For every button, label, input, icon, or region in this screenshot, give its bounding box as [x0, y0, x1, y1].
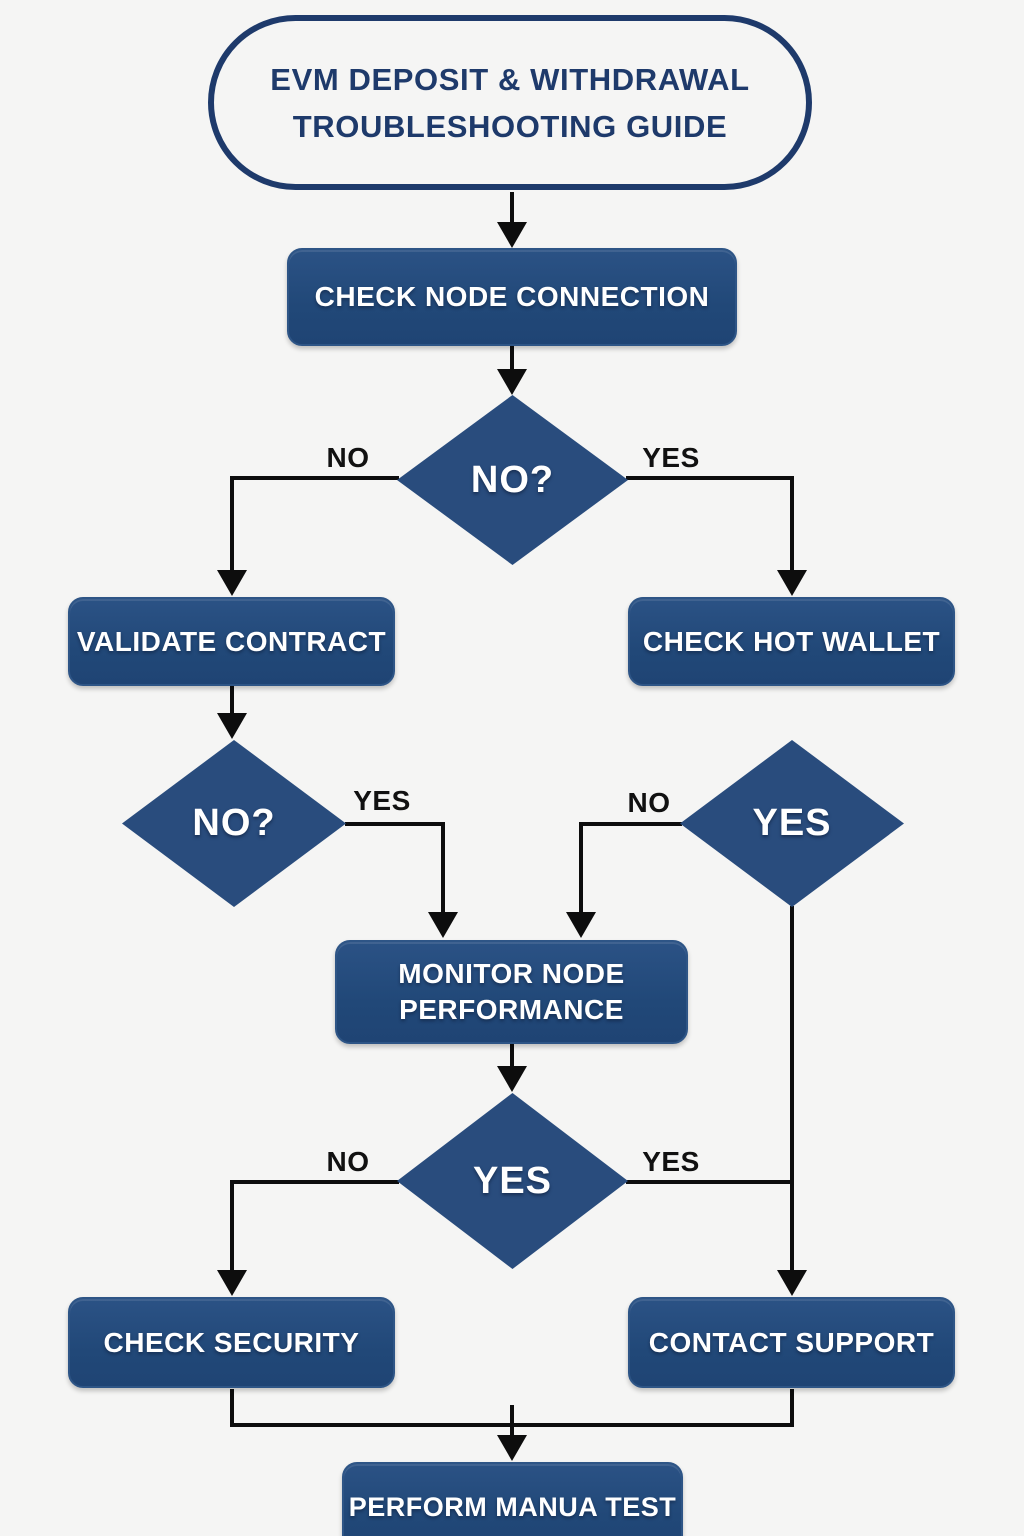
connector-decision2-yes [345, 822, 445, 913]
decision-node-connection-label: NO? [470, 458, 555, 501]
arrowhead-check-security [217, 1270, 247, 1296]
edge-label-d4-yes: YES [642, 1146, 700, 1177]
node-contact-support: CONTACT SUPPORT [628, 1297, 955, 1388]
connector-decision1-no [230, 476, 399, 571]
arrowhead-contact-support [777, 1270, 807, 1296]
flowchart-title: EVM DEPOSIT & WITHDRAWAL TROUBLESHOOTING… [208, 15, 812, 190]
connector-decision4-no [230, 1180, 399, 1271]
node-perform-manua-test-label: PERFORM MANUA TEST [348, 1492, 677, 1522]
arrowhead-validate-contract [217, 570, 247, 596]
title-line-1: EVM DEPOSIT & WITHDRAWAL [270, 61, 750, 97]
connector-decision1-yes [626, 476, 794, 571]
node-check-node-connection: CHECK NODE CONNECTION [287, 248, 737, 346]
node-monitor-label-line1: MONITOR NODE [398, 958, 625, 989]
edge-label-d2-yes: YES [353, 785, 411, 816]
decision-performance-label: YES [472, 1159, 553, 1202]
arrowhead-decision1 [497, 369, 527, 395]
node-validate-contract-label: VALIDATE CONTRACT [76, 625, 387, 657]
node-check-security-label: CHECK SECURITY [103, 1326, 360, 1358]
arrowhead-decision2 [217, 713, 247, 739]
arrowhead-monitor-left [428, 912, 458, 938]
arrowhead-check-node [497, 222, 527, 248]
decision-hot-wallet-label: YES [752, 802, 832, 844]
node-check-hot-wallet-label: CHECK HOT WALLET [642, 625, 941, 657]
edge-label-d4-no: NO [326, 1146, 370, 1177]
node-check-security: CHECK SECURITY [68, 1297, 395, 1388]
node-monitor-node-performance: MONITOR NODE PERFORMANCE [335, 940, 688, 1044]
title-line-2: TROUBLESHOOTING GUIDE [292, 108, 728, 144]
connector-decision3-no [579, 822, 682, 913]
arrowhead-monitor-right [566, 912, 596, 938]
node-check-node-connection-label: CHECK NODE CONNECTION [314, 281, 710, 312]
node-contact-support-label: CONTACT SUPPORT [648, 1326, 935, 1358]
edge-label-d1-yes: YES [642, 442, 700, 473]
node-validate-contract: VALIDATE CONTRACT [68, 597, 395, 686]
edge-label-d1-no: NO [326, 442, 370, 473]
node-check-hot-wallet: CHECK HOT WALLET [628, 597, 955, 686]
arrowhead-decision4 [497, 1066, 527, 1092]
decision-contract-label: NO? [192, 802, 276, 844]
node-monitor-label-line2: PERFORMANCE [399, 994, 624, 1025]
arrowhead-check-hot-wallet [777, 570, 807, 596]
arrowhead-perform-test [497, 1435, 527, 1461]
edge-label-d3-no: NO [627, 787, 671, 818]
node-perform-manua-test: PERFORM MANUA TEST [342, 1462, 683, 1536]
